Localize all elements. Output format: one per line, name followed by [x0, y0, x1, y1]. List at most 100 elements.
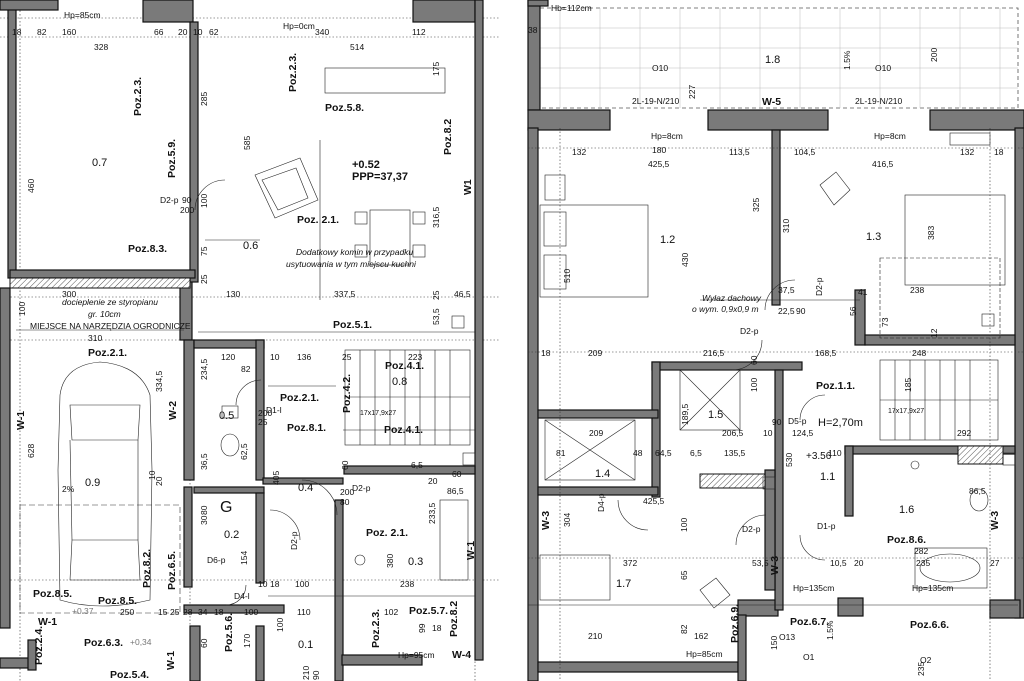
room-number: 0.9	[85, 477, 101, 489]
insulation-note: docieplenie ze styropianu	[62, 297, 158, 307]
dimension: 22,5	[778, 306, 795, 316]
hp-note: Hp=85cm	[64, 10, 101, 20]
dimension: 250	[120, 607, 135, 617]
dimension: 20	[154, 476, 164, 486]
dimension: 430	[680, 252, 690, 267]
door-label: D2-p	[742, 524, 761, 534]
poz-label: Poz.4.1.	[385, 360, 425, 372]
dimension: 25	[258, 417, 268, 427]
door-label: D4-l	[234, 591, 250, 601]
poz-label: Poz.5.6.	[223, 612, 235, 652]
door-label: D5-p	[788, 416, 807, 426]
dimension: 60	[749, 355, 759, 365]
dimension: 530	[784, 452, 794, 467]
dimension: 99	[417, 623, 427, 633]
dimension: 200	[180, 205, 195, 215]
dimension: 282	[914, 546, 929, 556]
dimension: 65	[679, 570, 689, 580]
dimension: 120	[221, 352, 236, 362]
poz-label: Poz.5.4.	[110, 669, 150, 681]
dimension: 10	[763, 428, 773, 438]
dimension: 10	[193, 27, 203, 37]
poz-label: Poz.8.6.	[887, 534, 927, 546]
hp-note: Hp=8cm	[651, 131, 683, 141]
poz-label: Poz.2.3.	[370, 608, 382, 648]
dimension: 20	[428, 476, 438, 486]
dimension: 100	[295, 579, 310, 589]
dimension: 25	[431, 290, 441, 300]
dimension: 48	[633, 448, 643, 458]
dimension: 285	[199, 91, 209, 106]
level-mark: +0.52	[352, 159, 380, 171]
dimension: 334,5	[154, 370, 164, 392]
dimension: 216,5	[703, 348, 725, 358]
dimension: 64,5	[655, 448, 672, 458]
dimension: 310	[88, 333, 103, 343]
poz-label: Poz.6.6.	[910, 619, 950, 631]
upper-floor-plan	[527, 0, 1024, 681]
dimension: 30	[199, 515, 209, 525]
ppp-mark: PPP=37,37	[352, 171, 408, 183]
dimension: 60	[340, 460, 350, 470]
room-number: 1.7	[616, 578, 632, 590]
dimension: 200	[258, 408, 273, 418]
room-number: 0.7	[92, 157, 108, 169]
dimension: 6,5	[411, 460, 423, 470]
door-label: D2-p	[289, 531, 299, 550]
dimension: 132	[960, 147, 975, 157]
dimension: 20	[178, 27, 188, 37]
poz-label: Poz.5.9.	[166, 138, 178, 178]
dimension: 82	[679, 624, 689, 634]
poz-label: Poz.8.2.	[141, 548, 153, 588]
room-number: 0.5	[219, 410, 235, 422]
dimension: 90	[311, 670, 321, 680]
poz-label: Poz.2.4.	[33, 625, 45, 665]
dimension: 18	[432, 623, 442, 633]
poz-label: Poz.6.9.	[729, 603, 741, 643]
dimension: 124,5	[792, 428, 814, 438]
poz-label: Poz.2.1.	[88, 347, 128, 359]
stair-note: 17x17,9x27	[888, 408, 925, 415]
dimension: 209	[589, 428, 604, 438]
dimension: 18	[270, 579, 280, 589]
dimension: 28	[183, 607, 193, 617]
poz-label: Poz.2.1.	[280, 392, 320, 404]
dimension: 81	[556, 448, 566, 458]
dimension: 75	[199, 246, 209, 256]
room-number: 0.4	[298, 482, 314, 494]
dimension: 425,5	[648, 159, 670, 169]
dimension: 25	[342, 352, 352, 362]
dimension: 100	[679, 517, 689, 532]
dimension: 189,5	[680, 403, 690, 425]
room-number: 0.3	[408, 556, 424, 568]
poz-label: Poz.2.3.	[287, 52, 299, 92]
hp-note: Hp=85cm	[686, 649, 723, 659]
window-label: O10	[652, 63, 669, 73]
dimension: 80	[199, 505, 209, 515]
dimension: 238	[910, 285, 925, 295]
door-label: D2-p	[814, 277, 824, 296]
dimension: 238	[400, 579, 415, 589]
dimension: 514	[350, 42, 365, 52]
poz-label: Poz. 2.1.	[366, 527, 409, 539]
dimension: 62,5	[239, 443, 249, 460]
room-number: 1.8	[765, 54, 781, 66]
dimension: 18	[994, 147, 1004, 157]
dimension: 110	[828, 448, 842, 458]
dimension: 223	[408, 352, 423, 362]
wall-label: W-1	[165, 650, 177, 670]
dimension: 36,5	[199, 453, 209, 470]
dimension: 37,5	[778, 285, 795, 295]
dimension: 90	[182, 195, 192, 205]
ground-floor-plan	[0, 0, 500, 681]
room-number: 1.1	[820, 471, 836, 483]
wall-label: W-1	[15, 410, 27, 430]
dimension: 325	[751, 197, 761, 212]
dimension: 25	[199, 274, 209, 284]
dimension: 86,5	[969, 486, 986, 496]
dimension: 53,5	[752, 558, 769, 568]
poz-label: Poz.8.2	[442, 118, 454, 155]
dimension: 180	[652, 145, 667, 155]
poz-label: Poz.5.8.	[325, 102, 365, 114]
level-mark: +0,34	[130, 637, 152, 647]
